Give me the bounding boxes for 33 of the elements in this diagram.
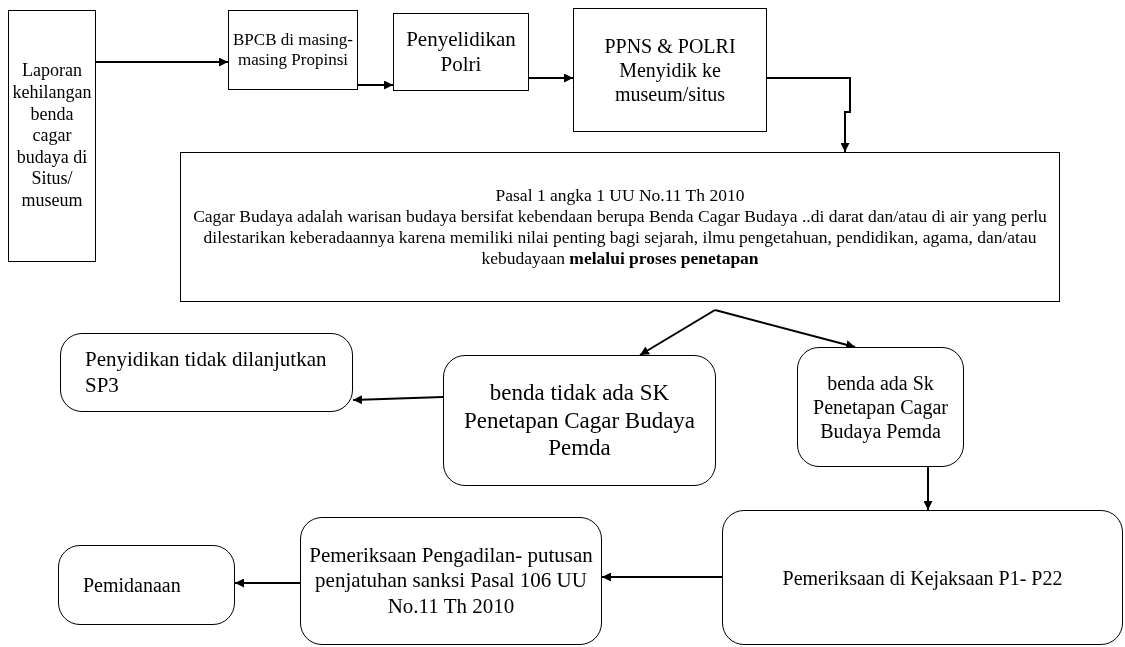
- process-box: [228, 10, 358, 90]
- arrow: [95, 57, 229, 67]
- arrow: [357, 80, 394, 90]
- node-text: benda tidak ada SK Penetapan Cagar Budaya Pemda: [462, 379, 697, 462]
- rounded-process-box: [443, 355, 716, 486]
- node-body-text: Cagar Budaya adalah warisan budaya bersifat kebendaan berupa Benda Cagar Budaya ..di darat dan/atau di air yang perlu dilestarikan keberadaannya karena memiliki nilai penting bagi sejarah, ilmu pengetahuan, pendidikan, agama, dan/atau kebudayaan melalui proses penetapan: [192, 206, 1048, 269]
- arrow: [352, 395, 444, 405]
- rounded-process-box: [300, 517, 602, 645]
- node-text: PPNS & POLRI: [604, 34, 736, 58]
- node-body-text: Menyidik ke museum/situs: [614, 58, 726, 106]
- process-box: [8, 10, 96, 262]
- node-text: Pemeriksaan di Kejaksaan P1- P22: [782, 565, 1063, 590]
- rounded-process-box: [722, 510, 1123, 645]
- rounded-process-box: [58, 545, 235, 625]
- arrow: [923, 466, 933, 511]
- node-text: BPCB di masing-masing Propinsi: [232, 29, 354, 71]
- process-box: [573, 8, 767, 132]
- node-text: Penyidikan tidak dilanjutkan SP3: [85, 347, 328, 398]
- node-text: Pemidanaan: [83, 573, 181, 597]
- node-text: Laporan kehilangan benda cagar budaya di Situs/ museum: [12, 60, 92, 212]
- node-text: Pemeriksaan Pengadilan- putusan penjatuhan sanksi Pasal 106 UU No.11 Th 2010: [309, 543, 593, 619]
- rounded-process-box: [797, 347, 964, 467]
- arrow: [234, 578, 301, 588]
- arrow: [639, 309, 716, 356]
- arrow: [766, 77, 851, 153]
- process-box: [393, 13, 529, 91]
- arrow: [601, 572, 723, 582]
- node-text: benda ada Sk Penetapan Cagar Budaya Pemda: [812, 371, 949, 443]
- process-box: [180, 152, 1060, 302]
- arrow: [528, 73, 574, 83]
- node-text: Pasal 1 angka 1 UU No.11 Th 2010: [495, 185, 745, 206]
- rounded-process-box: [60, 333, 353, 412]
- node-text: Penyelidikan Polri: [405, 26, 517, 78]
